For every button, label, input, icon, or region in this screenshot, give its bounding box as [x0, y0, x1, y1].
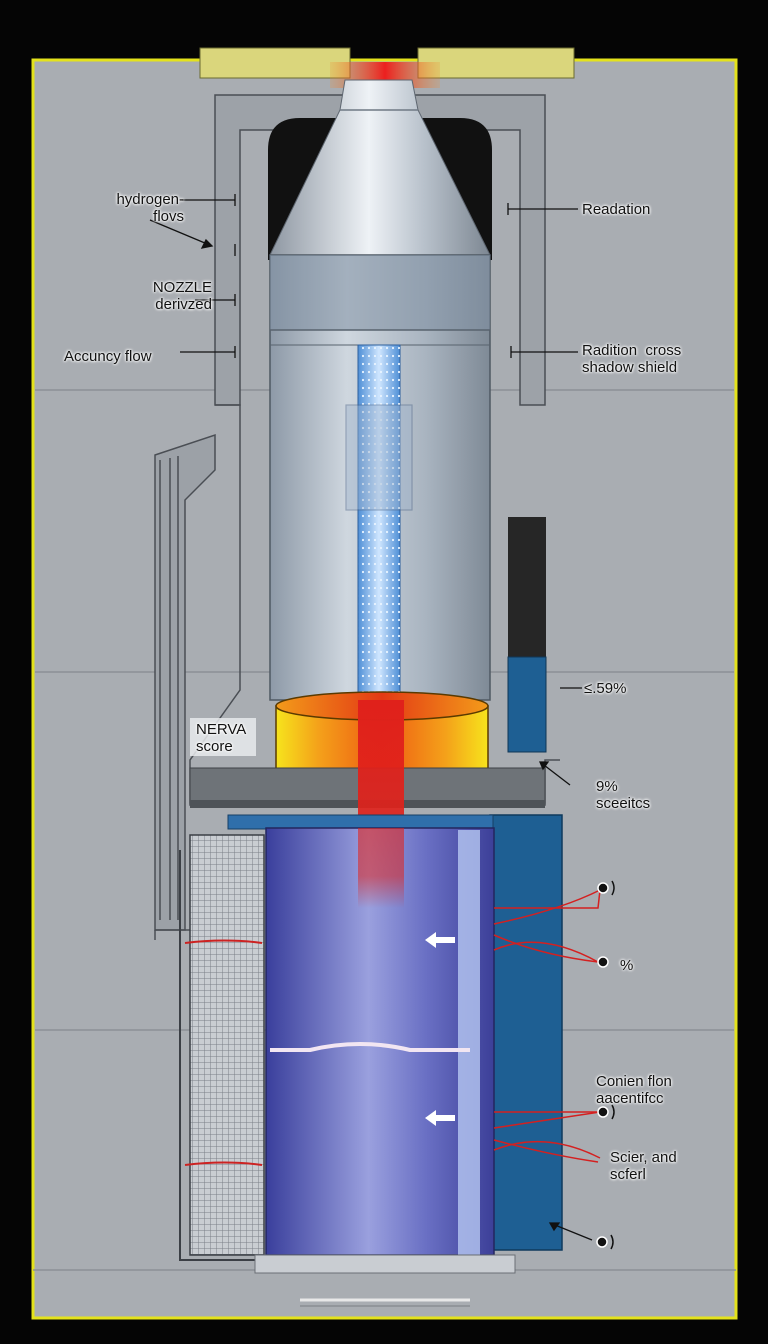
node-dot-icons — [596, 880, 615, 1250]
radiation-shield-block — [489, 814, 563, 1251]
left-leader-lines — [149, 194, 236, 358]
control-drum-sleeve — [345, 404, 413, 511]
tank-base — [254, 1254, 516, 1274]
label-percent-sceeitcs: 9% sceeitcs — [596, 778, 651, 812]
red-leader-lines — [493, 889, 601, 1163]
reflector-band — [270, 255, 490, 330]
label-dot-percent: % — [620, 957, 634, 974]
node-dot-icon — [597, 882, 609, 894]
node-dot-icon — [597, 956, 609, 968]
label-nozzle-derived: NOZZLE derivzed — [152, 279, 212, 313]
label-accuncy-flow: Accuncy flow — [64, 348, 152, 365]
label-percent-559: ≤.59% — [584, 680, 627, 697]
shield-panel-dark — [508, 517, 546, 657]
top-plate-right — [417, 47, 575, 79]
right-leader-lines — [507, 203, 593, 1241]
label-radition-cross: Radition cross shadow shield — [582, 342, 682, 376]
exhaust-lower — [358, 828, 404, 908]
mesh-red-bands — [184, 939, 263, 1166]
tank-top-ring — [227, 814, 494, 830]
flow-arrow-icon — [425, 932, 455, 1126]
node-dot-icon — [596, 1236, 608, 1248]
shield-panel-blue — [507, 656, 547, 753]
mesh-heat-exchanger — [189, 834, 265, 1256]
node-dot-icon — [597, 1106, 609, 1118]
tank-seam — [270, 1042, 470, 1052]
top-plate-left — [199, 47, 351, 79]
tank-light-strip — [458, 830, 480, 1255]
label-conien-flon: Conien flon aacentifcc — [596, 1073, 672, 1107]
label-readation: Readation — [582, 201, 651, 218]
label-nerva-score: NERVA score — [196, 721, 247, 755]
label-scier-and: Scier, and scferl — [610, 1149, 677, 1183]
label-hydrogen-flows: hydrogen- flovs — [116, 191, 184, 225]
nerva-label-box — [190, 718, 256, 756]
